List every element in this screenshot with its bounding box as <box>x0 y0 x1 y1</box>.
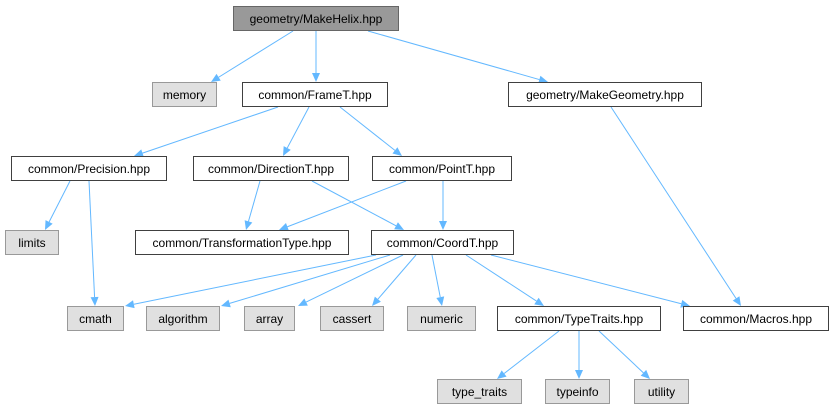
edge-coordT-to-typeTraits <box>465 254 544 306</box>
arrowhead-icon <box>221 299 231 308</box>
node-algorithm[interactable]: algorithm <box>146 306 220 331</box>
node-common-directiont[interactable]: common/DirectionT.hpp <box>193 156 349 181</box>
edge-frameT-to-directionT <box>283 106 310 156</box>
edge-root-to-memory <box>211 30 294 82</box>
edge-line <box>490 254 682 305</box>
edge-line <box>367 30 540 81</box>
edge-line <box>305 254 404 303</box>
edge-line <box>247 180 261 222</box>
arrowhead-icon <box>732 296 741 306</box>
edge-coordT-to-array <box>298 254 404 306</box>
edge-frameT-to-precision <box>134 106 279 157</box>
edge-line <box>88 180 96 298</box>
edge-directionT-to-transType <box>244 180 261 230</box>
edge-directionT-to-coordT <box>311 180 404 230</box>
edge-line <box>218 30 294 78</box>
edge-line <box>377 254 417 300</box>
edge-line <box>287 180 407 228</box>
edge-line <box>503 330 560 374</box>
node-common-coordt[interactable]: common/CoordT.hpp <box>371 230 514 255</box>
arrowhead-icon <box>497 370 507 379</box>
arrowhead-icon <box>680 299 690 308</box>
edge-line <box>133 254 377 305</box>
arrowhead-icon <box>244 220 253 230</box>
arrowhead-icon <box>575 370 583 379</box>
arrowhead-icon <box>90 296 99 306</box>
node-cassert[interactable]: cassert <box>320 306 384 331</box>
edge-typeTraits-to-type_traits <box>497 330 560 379</box>
arrowhead-icon <box>436 296 445 306</box>
node-geometry-makegeometry[interactable]: geometry/MakeGeometry.hpp <box>508 82 702 107</box>
arrowhead-icon <box>279 223 289 231</box>
arrowhead-icon <box>534 297 544 306</box>
edge-coordT-to-cassert <box>372 254 417 306</box>
edge-line <box>311 180 397 227</box>
edge-pointT-to-coordT <box>439 181 447 230</box>
arrowhead-icon <box>298 298 308 306</box>
edge-line <box>48 180 71 223</box>
arrowhead-icon <box>211 73 221 82</box>
node-cmath[interactable]: cmath <box>67 306 124 331</box>
edge-root-to-frameT <box>312 31 320 82</box>
edge-line <box>465 254 537 302</box>
arrowhead-icon <box>394 222 404 230</box>
edge-typeTraits-to-typeinfo <box>575 331 583 379</box>
node-common-typetraits[interactable]: common/TypeTraits.hpp <box>497 306 661 331</box>
arrowhead-icon <box>125 300 135 309</box>
arrowhead-icon <box>45 220 53 230</box>
edge-line <box>598 330 644 374</box>
edge-root-to-makeGeom <box>367 30 548 84</box>
node-array[interactable]: array <box>244 306 295 331</box>
node-limits[interactable]: limits <box>5 230 59 255</box>
arrowhead-icon <box>538 75 548 84</box>
node-common-precision[interactable]: common/Precision.hpp <box>11 156 167 181</box>
node-memory[interactable]: memory <box>152 82 217 107</box>
edge-line <box>286 106 310 149</box>
edge-line <box>610 106 737 299</box>
edge-precision-to-cmath <box>88 180 99 306</box>
node-typeinfo[interactable]: typeinfo <box>545 379 610 404</box>
node-numeric[interactable]: numeric <box>407 306 476 331</box>
arrowhead-icon <box>439 221 447 230</box>
edge-line <box>339 106 396 151</box>
node-common-transformationtype[interactable]: common/TransformationType.hpp <box>135 230 349 255</box>
arrowhead-icon <box>283 146 291 156</box>
edge-coordT-to-macros <box>490 254 690 308</box>
edge-line <box>229 254 391 304</box>
edge-line <box>431 254 441 298</box>
edge-coordT-to-algorithm <box>221 254 391 308</box>
edge-precision-to-limits <box>45 180 71 230</box>
arrowhead-icon <box>372 296 381 306</box>
node-common-framet[interactable]: common/FrameT.hpp <box>242 82 388 107</box>
edge-typeTraits-to-utility <box>598 330 650 379</box>
node-common-pointt[interactable]: common/PointT.hpp <box>372 156 512 181</box>
arrowhead-icon <box>640 369 650 379</box>
arrowhead-icon <box>392 147 402 156</box>
edge-coordT-to-cmath <box>125 254 377 309</box>
arrowhead-icon <box>134 149 144 157</box>
node-geometry-makehelix[interactable]: geometry/MakeHelix.hpp <box>233 6 399 31</box>
edge-frameT-to-pointT <box>339 106 402 156</box>
node-type-traits[interactable]: type_traits <box>437 379 522 404</box>
edge-line <box>142 106 279 154</box>
edge-pointT-to-transType <box>279 180 407 231</box>
node-utility[interactable]: utility <box>634 379 689 404</box>
edge-coordT-to-numeric <box>431 254 445 306</box>
arrowhead-icon <box>312 73 320 82</box>
node-common-macros[interactable]: common/Macros.hpp <box>683 306 829 331</box>
edge-makeGeom-to-macros <box>610 106 741 306</box>
